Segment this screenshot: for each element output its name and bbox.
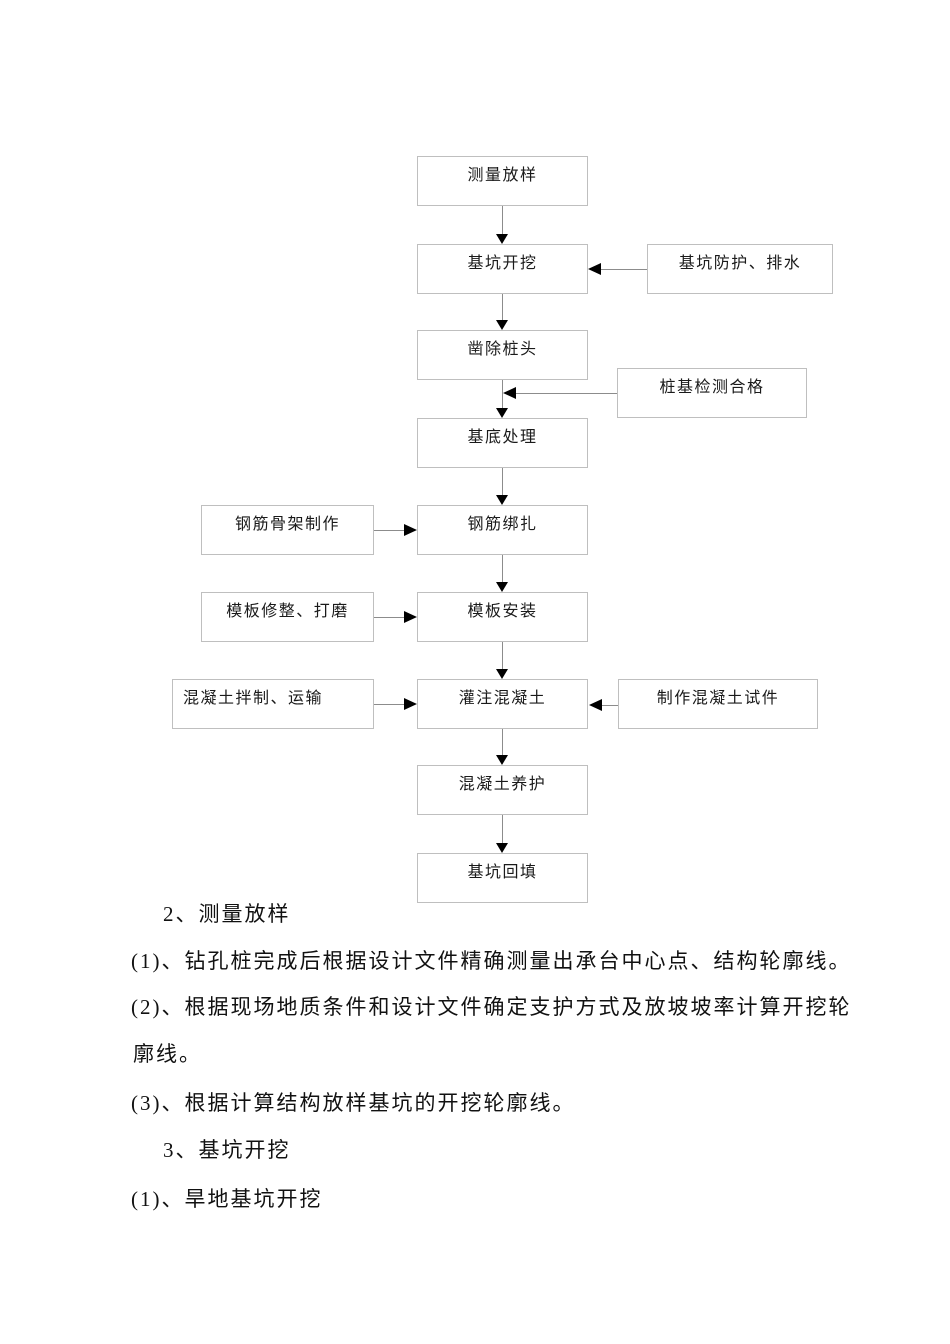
flow-box-concrete-mixing-transport: 混凝土拌制、运输 xyxy=(172,679,374,729)
paragraph-line: (2)、根据现场地质条件和设计文件确定支护方式及放坡坡率计算开挖轮 xyxy=(131,995,852,1019)
arrow-down xyxy=(496,234,508,244)
paragraph-line: (3)、根据计算结构放样基坑的开挖轮廓线。 xyxy=(131,1091,576,1115)
paragraph-line: (1)、钻孔桩完成后根据设计文件精确测量出承台中心点、结构轮廓线。 xyxy=(131,949,852,973)
flow-box-pit-backfill: 基坑回填 xyxy=(417,853,588,903)
flow-box-rebar-cage-fabrication: 钢筋骨架制作 xyxy=(201,505,374,555)
connector-hline xyxy=(601,269,647,270)
arrow-down xyxy=(496,582,508,592)
flow-box-pile-test-qualified: 桩基检测合格 xyxy=(617,368,807,418)
connector-vline xyxy=(502,380,503,409)
flow-box-concrete-pouring: 灌注混凝土 xyxy=(417,679,588,729)
arrow-down xyxy=(496,320,508,330)
connector-vline xyxy=(502,468,503,496)
arrow-down xyxy=(496,408,508,418)
connector-hline xyxy=(374,704,405,705)
flow-box-formwork-install: 模板安装 xyxy=(417,592,588,642)
arrow-right xyxy=(404,524,417,536)
arrow-down xyxy=(496,669,508,679)
heading-survey-setout: 2、测量放样 xyxy=(163,902,291,926)
arrow-down xyxy=(496,495,508,505)
flow-box-concrete-curing: 混凝土养护 xyxy=(417,765,588,815)
connector-vline xyxy=(502,206,503,235)
flow-box-formwork-trim-polish: 模板修整、打磨 xyxy=(201,592,374,642)
connector-vline xyxy=(502,294,503,321)
arrow-down xyxy=(496,843,508,853)
paragraph-line: 廓线。 xyxy=(133,1042,202,1066)
flow-box-rebar-binding: 钢筋绑扎 xyxy=(417,505,588,555)
arrow-left xyxy=(589,699,602,711)
connector-vline xyxy=(502,815,503,844)
paragraph-line: (1)、旱地基坑开挖 xyxy=(131,1187,323,1211)
flow-box-base-treatment: 基底处理 xyxy=(417,418,588,468)
connector-hline xyxy=(515,393,617,394)
arrow-left xyxy=(588,263,601,275)
connector-vline xyxy=(502,555,503,583)
connector-vline xyxy=(502,729,503,756)
connector-hline xyxy=(374,530,405,531)
flow-box-pit-excavation: 基坑开挖 xyxy=(417,244,588,294)
arrow-right xyxy=(404,611,417,623)
connector-hline xyxy=(602,705,618,706)
connector-hline xyxy=(374,617,405,618)
connector-vline xyxy=(502,642,503,670)
flow-box-concrete-specimen-making: 制作混凝土试件 xyxy=(618,679,818,729)
flow-box-pile-head-removal: 凿除桩头 xyxy=(417,330,588,380)
arrow-down xyxy=(496,755,508,765)
heading-pit-excavation: 3、基坑开挖 xyxy=(163,1138,291,1162)
arrow-right xyxy=(404,698,417,710)
flow-box-survey-setout: 测量放样 xyxy=(417,156,588,206)
flow-box-pit-protection-drainage: 基坑防护、排水 xyxy=(647,244,833,294)
arrow-left xyxy=(503,387,516,399)
